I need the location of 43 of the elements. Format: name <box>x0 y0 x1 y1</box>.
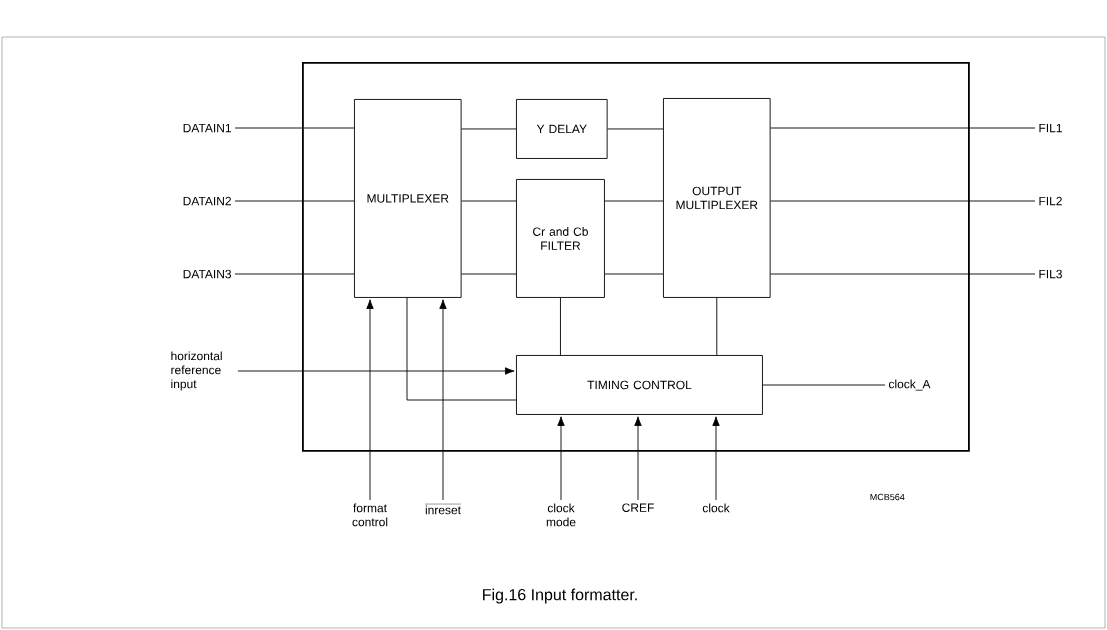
signal-label: FIL1 <box>1039 123 1062 133</box>
signal-label: DATAIN3 <box>183 269 232 279</box>
caption: Fig.16 Input formatter. <box>483 588 637 604</box>
signal-line <box>461 200 517 202</box>
block-box: TIMING CONTROL <box>516 355 763 415</box>
signal-line <box>607 128 664 130</box>
chip-outline <box>302 62 970 452</box>
signal-label: DATAIN2 <box>183 196 231 206</box>
signal-label: clock_A <box>888 379 931 391</box>
signal-label: format control <box>352 503 388 527</box>
signal-line <box>461 273 517 275</box>
signal-line <box>406 297 517 401</box>
signal-line <box>770 273 1036 275</box>
signal-line <box>604 200 664 202</box>
block-box: OUTPUT MULTIPLEXER <box>663 98 771 298</box>
figure-code: MCB564 <box>870 493 905 501</box>
signal-line <box>560 297 561 356</box>
signal-label: FIL2 <box>1039 196 1062 206</box>
signal-label: horizontal reference input <box>171 351 222 391</box>
signal-label: DATAIN1 <box>183 123 231 133</box>
signal-label: clock <box>702 503 730 513</box>
signal-line <box>770 200 1036 202</box>
block-box: Cr and Cb FILTER <box>516 179 605 298</box>
signal-label: FIL3 <box>1039 269 1062 279</box>
arrow <box>366 299 374 501</box>
arrow <box>712 416 720 501</box>
signal-line <box>234 273 355 275</box>
signal-line <box>234 127 355 129</box>
arrow <box>439 299 447 501</box>
arrow <box>237 367 515 375</box>
block-box: Y DELAY <box>516 99 608 159</box>
signal-line <box>762 384 886 386</box>
signal-line <box>770 127 1036 129</box>
signal-label: clock mode <box>546 503 576 527</box>
arrow <box>634 416 642 501</box>
signal-line <box>604 273 664 275</box>
signal-line <box>234 200 355 202</box>
signal-line <box>461 128 517 130</box>
block-box: MULTIPLEXER <box>354 99 462 298</box>
signal-label: CREF <box>622 503 654 512</box>
signal-label: inreset <box>424 503 462 515</box>
arrow <box>557 416 565 501</box>
signal-line <box>716 297 718 356</box>
